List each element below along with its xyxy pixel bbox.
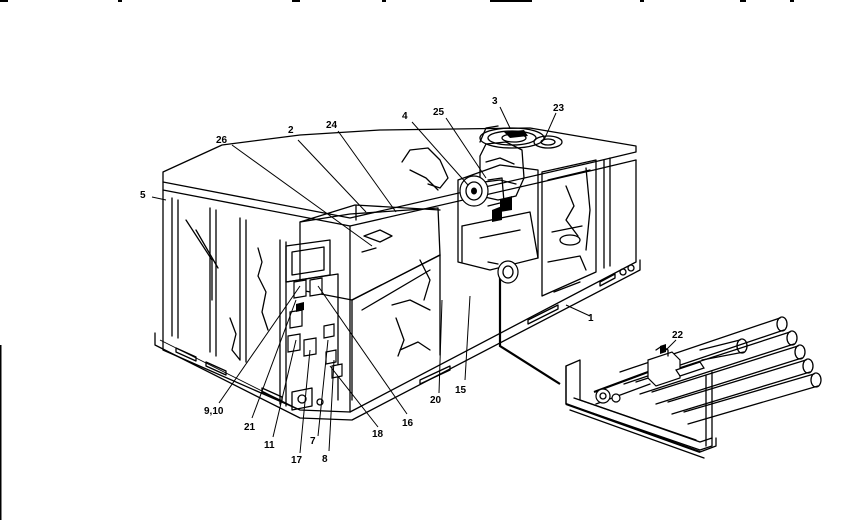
callout-labels: 1 2 3 4 5 7 8 9,10 11 15 16 17 18 20 21 … bbox=[140, 96, 684, 466]
detail-connector bbox=[487, 260, 561, 385]
callout-8: 8 bbox=[322, 454, 328, 465]
leader-lines bbox=[151, 106, 677, 454]
callout-21: 21 bbox=[244, 422, 256, 433]
heat-exchanger-section bbox=[285, 204, 441, 401]
callout-7: 7 bbox=[310, 436, 316, 447]
callout-15: 15 bbox=[455, 385, 467, 396]
controls-panel bbox=[285, 273, 343, 411]
callout-3: 3 bbox=[492, 96, 498, 107]
callout-25: 25 bbox=[433, 107, 445, 118]
callout-22: 22 bbox=[672, 330, 684, 341]
callout-16: 16 bbox=[402, 418, 414, 429]
scan-artifacts bbox=[0, 0, 794, 520]
condenser-fan-area bbox=[479, 125, 563, 149]
callout-4: 4 bbox=[402, 111, 408, 122]
callout-2: 2 bbox=[288, 125, 294, 136]
callout-23: 23 bbox=[553, 103, 565, 114]
callout-18: 18 bbox=[372, 429, 384, 440]
callout-1: 1 bbox=[588, 313, 594, 324]
callout-17: 17 bbox=[291, 455, 303, 466]
callout-24: 24 bbox=[326, 120, 338, 131]
cabinet bbox=[154, 127, 641, 421]
callout-20: 20 bbox=[430, 395, 442, 406]
callout-9-10: 9,10 bbox=[204, 406, 224, 417]
callout-5: 5 bbox=[140, 190, 146, 201]
burner-assembly-detail bbox=[565, 316, 822, 459]
blower-assembly bbox=[401, 141, 539, 271]
callout-26: 26 bbox=[216, 135, 228, 146]
callout-11: 11 bbox=[264, 440, 275, 451]
right-compartment bbox=[541, 157, 611, 297]
